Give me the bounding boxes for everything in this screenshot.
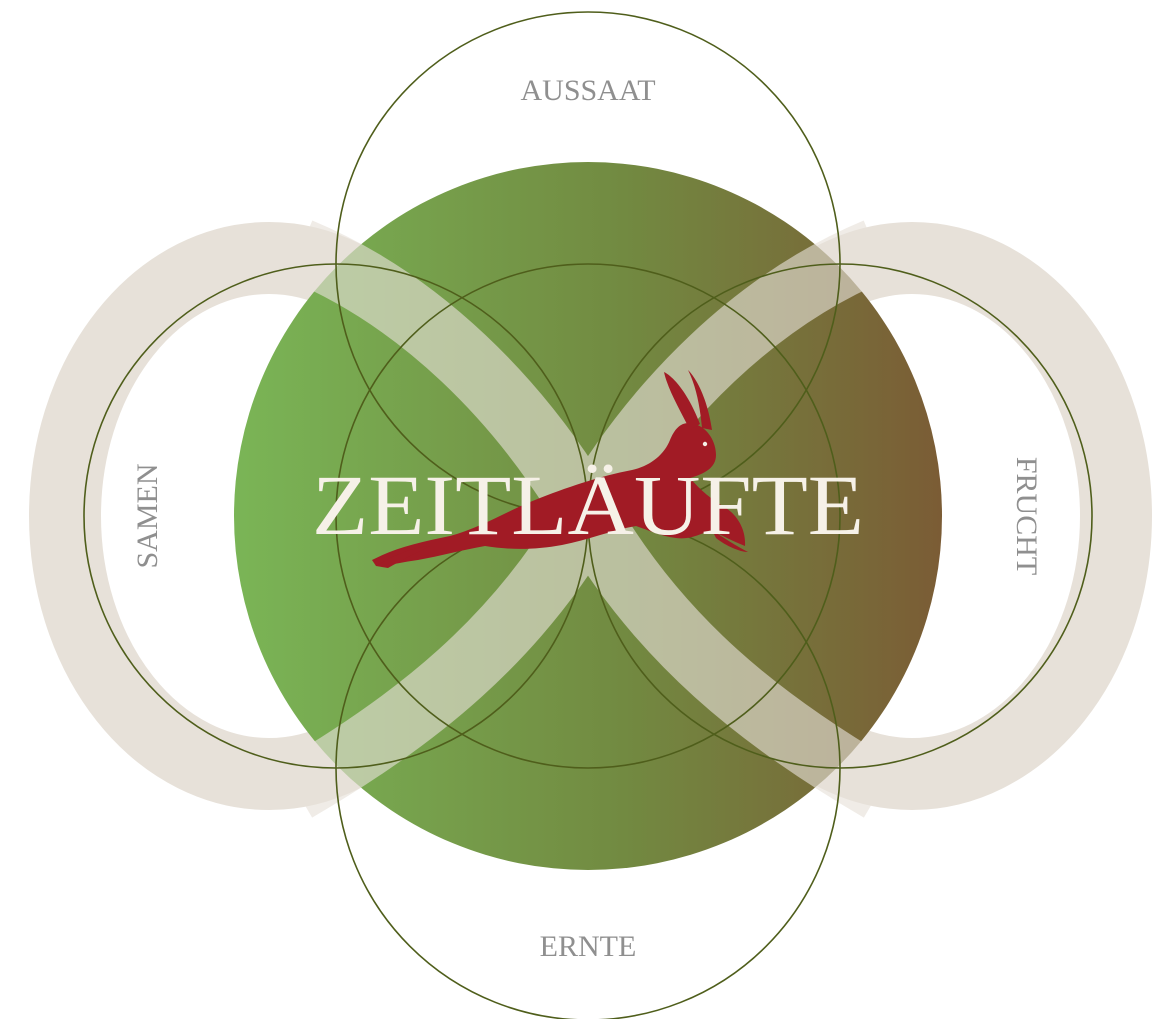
diagram-title: ZEITLÄUFTE	[312, 457, 864, 553]
label-top: AUSSAAT	[520, 74, 655, 107]
label-right: FRUCHT	[1010, 457, 1043, 575]
label-left: SAMEN	[131, 463, 164, 568]
label-bottom: ERNTE	[540, 930, 637, 963]
